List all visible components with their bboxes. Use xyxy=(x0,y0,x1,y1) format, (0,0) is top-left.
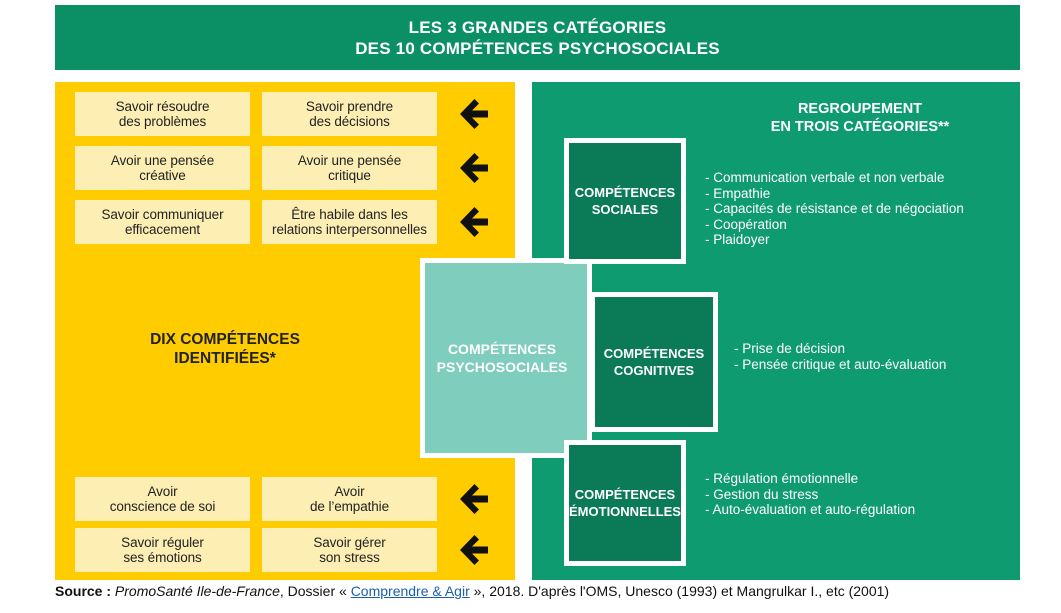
source-label: Source : xyxy=(55,583,112,599)
list-item: - Prise de décision xyxy=(734,341,846,356)
arrow-left-icon xyxy=(460,207,488,237)
list-item: - Auto-évaluation et auto-régulation xyxy=(705,502,916,517)
source-caption: Source : PromoSanté Ile-de-France, Dossi… xyxy=(55,583,1061,599)
category-box-sociales: COMPÉTENCES SOCIALES xyxy=(564,138,686,264)
source-org: PromoSanté Ile-de-France xyxy=(114,583,280,599)
list-item: - Régulation émotionnelle xyxy=(705,471,859,486)
emotionnelles-item-list: - Régulation émotionnelle - Gestion du s… xyxy=(705,471,915,518)
list-item: - Coopération xyxy=(705,216,787,232)
list-item: - Pensée critique et auto-évaluation xyxy=(734,356,947,372)
source-mid: , Dossier « xyxy=(279,583,351,599)
list-item: - Empathie xyxy=(705,185,771,201)
source-link[interactable]: Comprendre & Agir xyxy=(350,583,470,599)
sociales-item-list: - Communication verbale et non verbale -… xyxy=(705,170,964,248)
central-competences-box: COMPÉTENCES PSYCHOSOCIALES xyxy=(420,258,592,458)
source-tail: », 2018. D'après l'OMS, Unesco (1993) et… xyxy=(469,583,890,599)
title-line-1: LES 3 GRANDES CATÉGORIES xyxy=(408,17,667,37)
arrow-left-icon xyxy=(460,99,488,129)
dix-competences-label: DIX COMPÉTENCES IDENTIFIÉES* xyxy=(150,331,300,367)
diagram-title: LES 3 GRANDES CATÉGORIES DES 10 COMPÉTEN… xyxy=(55,5,1020,70)
title-line-2: DES 10 COMPÉTENCES PSYCHOSOCIALES xyxy=(355,38,720,58)
regroupement-heading: REGROUPEMENT EN TROIS CATÉGORIES** xyxy=(770,101,950,135)
category-box-cognitives: COMPÉTENCES COGNITIVES xyxy=(590,292,718,432)
arrow-left-icon xyxy=(460,153,488,183)
category-box-emotionnelles: COMPÉTENCES ÉMOTIONNELLES xyxy=(564,440,686,566)
arrow-left-icon xyxy=(460,484,488,514)
list-item: - Communication verbale et non verbale xyxy=(705,170,945,185)
cognitives-item-list: - Prise de décision - Pensée critique et… xyxy=(734,341,946,372)
list-item: - Plaidoyer xyxy=(705,232,770,247)
arrow-left-icon xyxy=(460,535,488,565)
list-item: - Gestion du stress xyxy=(705,486,819,502)
list-item: - Capacités de résistance et de négociat… xyxy=(705,201,964,216)
